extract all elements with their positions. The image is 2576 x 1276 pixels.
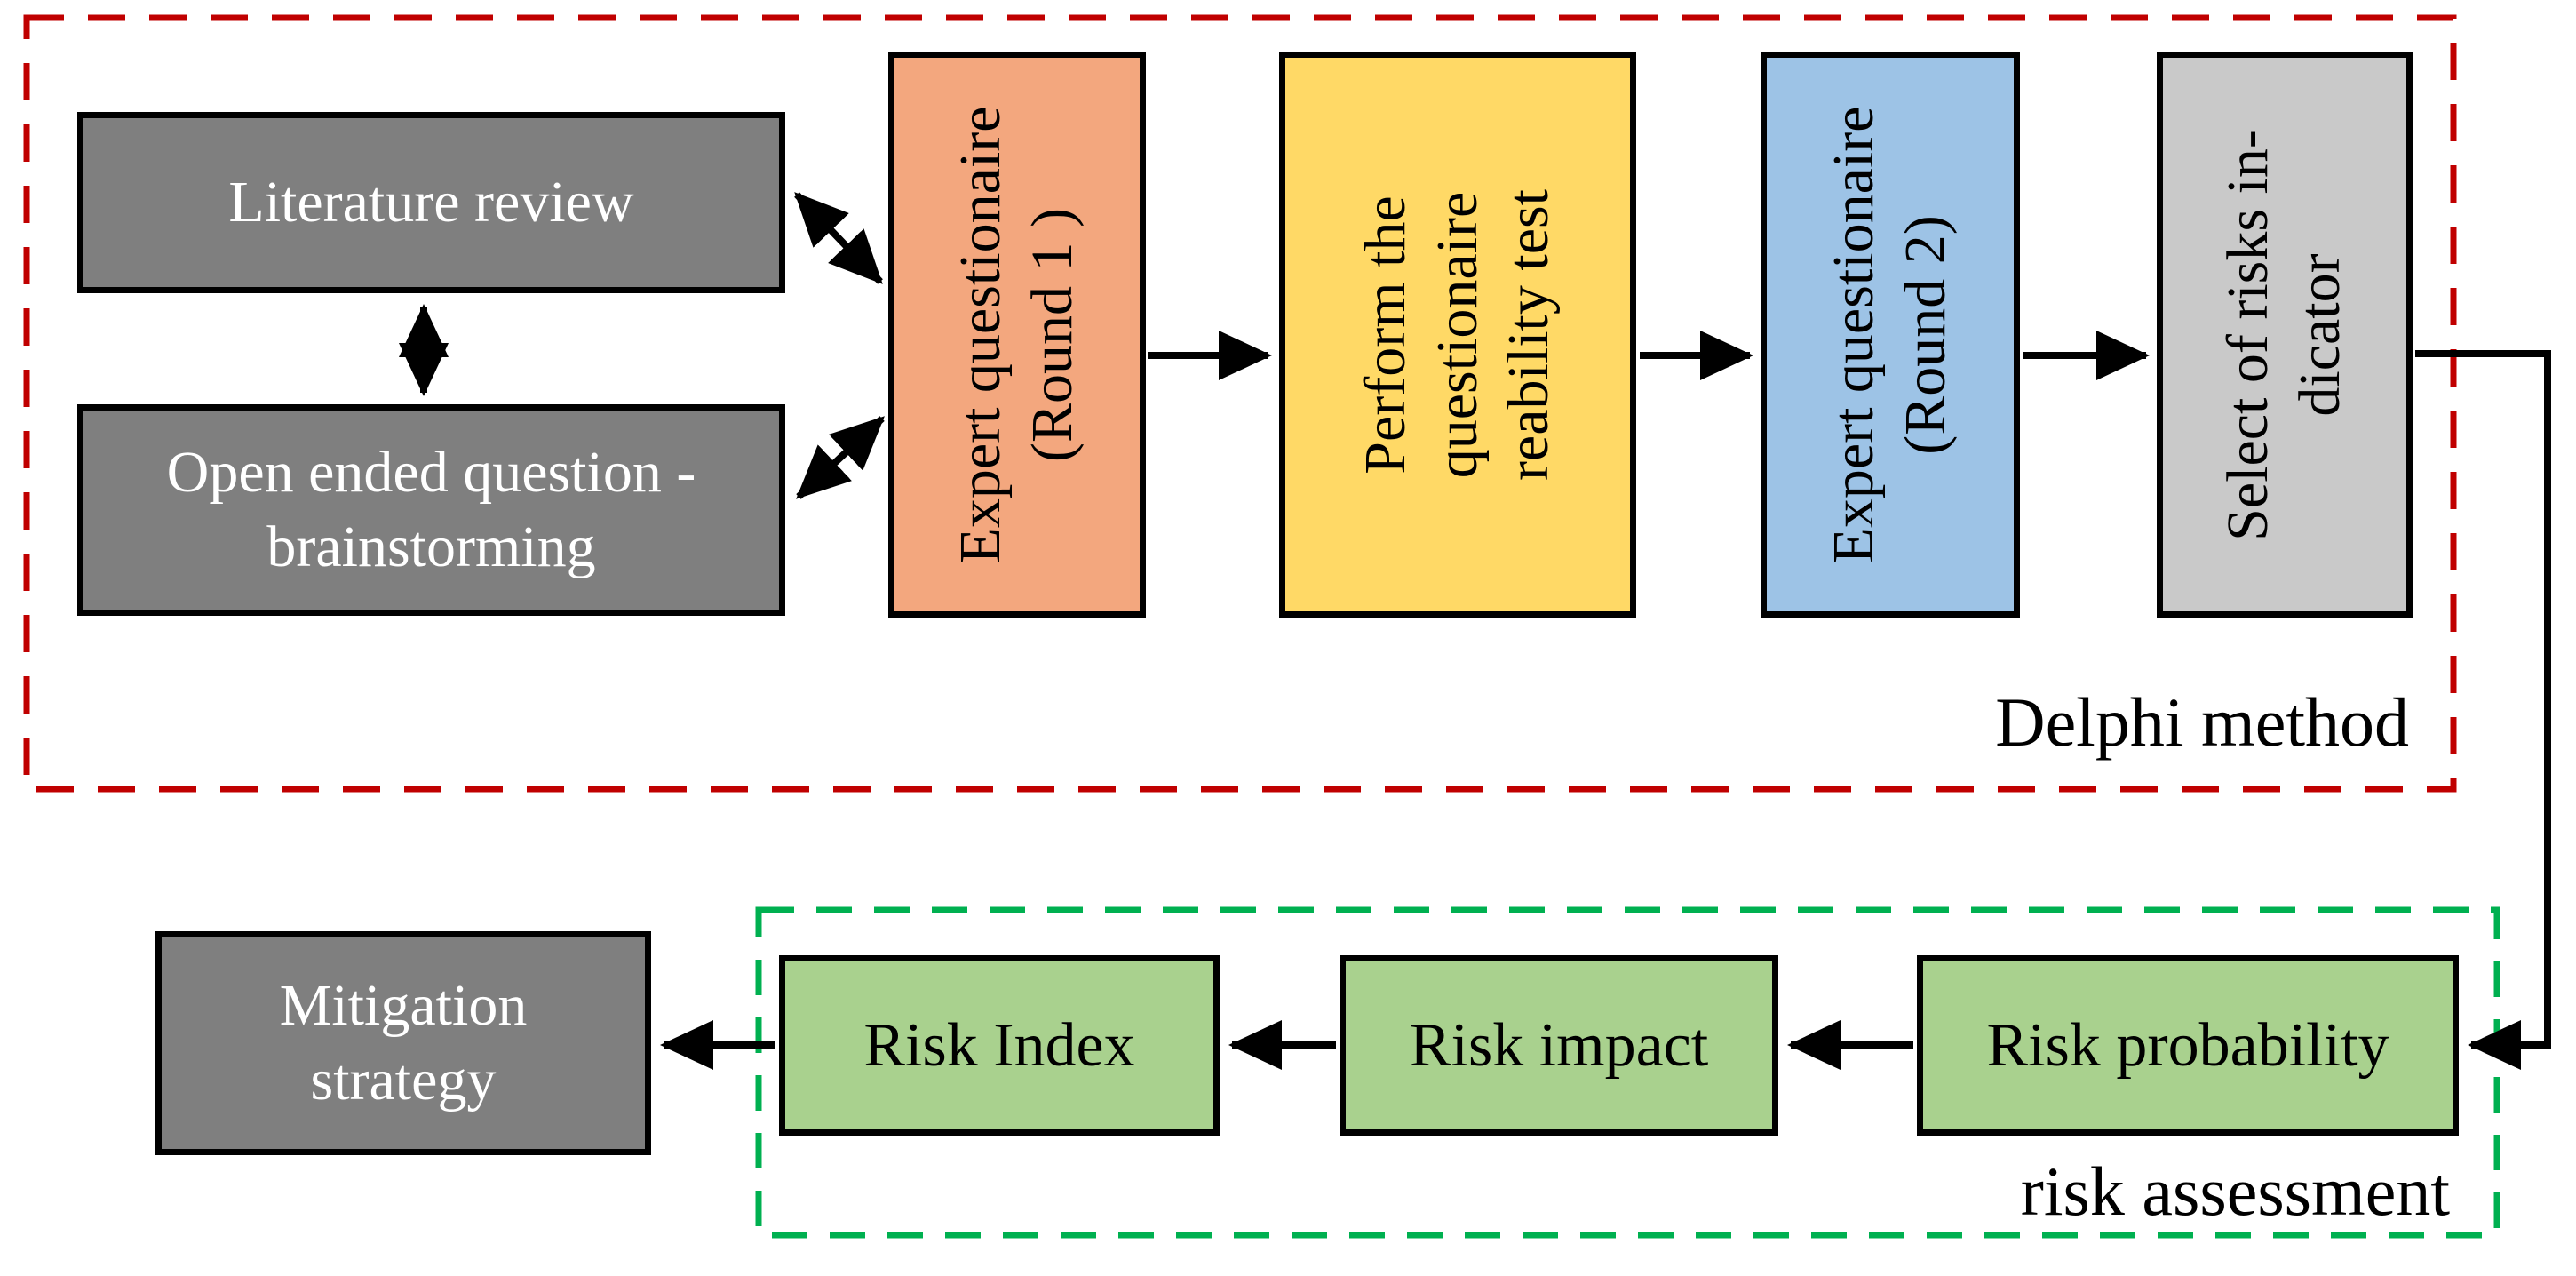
- node-label: Literature review: [228, 169, 634, 235]
- node-label-line2: dicator: [2287, 252, 2352, 417]
- node-select-risks-indicator: Select of risks in- dicator: [2157, 52, 2413, 618]
- node-label: Risk probability: [1986, 1010, 2389, 1080]
- node-label-line1: Open ended question -: [166, 439, 696, 505]
- risk-assessment-section-label: risk assessment: [2020, 1152, 2450, 1230]
- node-label-line2: brainstorming: [266, 514, 596, 579]
- node-label: Risk impact: [1409, 1010, 1709, 1080]
- node-reliability-test: Perform the questionaire reability test: [1279, 52, 1636, 618]
- delphi-section-frame: [23, 14, 2457, 793]
- node-risk-probability: Risk probability: [1917, 955, 2459, 1136]
- node-expert-questionaire-round1: Expert questionaire (Round 1 ): [888, 52, 1146, 618]
- node-risk-index: Risk Index: [779, 955, 1220, 1136]
- node-mitigation-strategy: Mitigation strategy: [155, 931, 651, 1155]
- node-label-line2: (Round 1 ): [1020, 207, 1085, 462]
- node-label-line1: Select of risks in-: [2215, 128, 2281, 541]
- node-label-line3: reability test: [1496, 188, 1562, 481]
- node-label-line2: strategy: [310, 1048, 497, 1113]
- node-risk-impact: Risk impact: [1340, 955, 1778, 1136]
- node-label-line2: questionaire: [1424, 191, 1490, 478]
- connector-select-to-probability: [2415, 350, 2551, 1070]
- node-open-ended-question: Open ended question - brainstorming: [77, 404, 785, 616]
- node-label: Risk Index: [863, 1010, 1135, 1080]
- node-label-line1: Mitigation: [279, 972, 528, 1038]
- node-expert-questionaire-round2: Expert questionaire (Round 2): [1761, 52, 2020, 618]
- risk-assessment-frame: [755, 906, 2500, 1239]
- node-label-line1: Perform the: [1353, 195, 1419, 475]
- node-label-line1: Expert questionaire: [948, 106, 1014, 563]
- node-literature-review: Literature review: [77, 112, 785, 293]
- arrow-openended-expertq1: [796, 416, 885, 499]
- arrow-literature-expertq1: [794, 192, 883, 284]
- node-label-line1: Expert questionaire: [1821, 106, 1887, 563]
- delphi-section-label: Delphi method: [1995, 683, 2409, 761]
- node-label-line2: (Round 2): [1893, 214, 1958, 455]
